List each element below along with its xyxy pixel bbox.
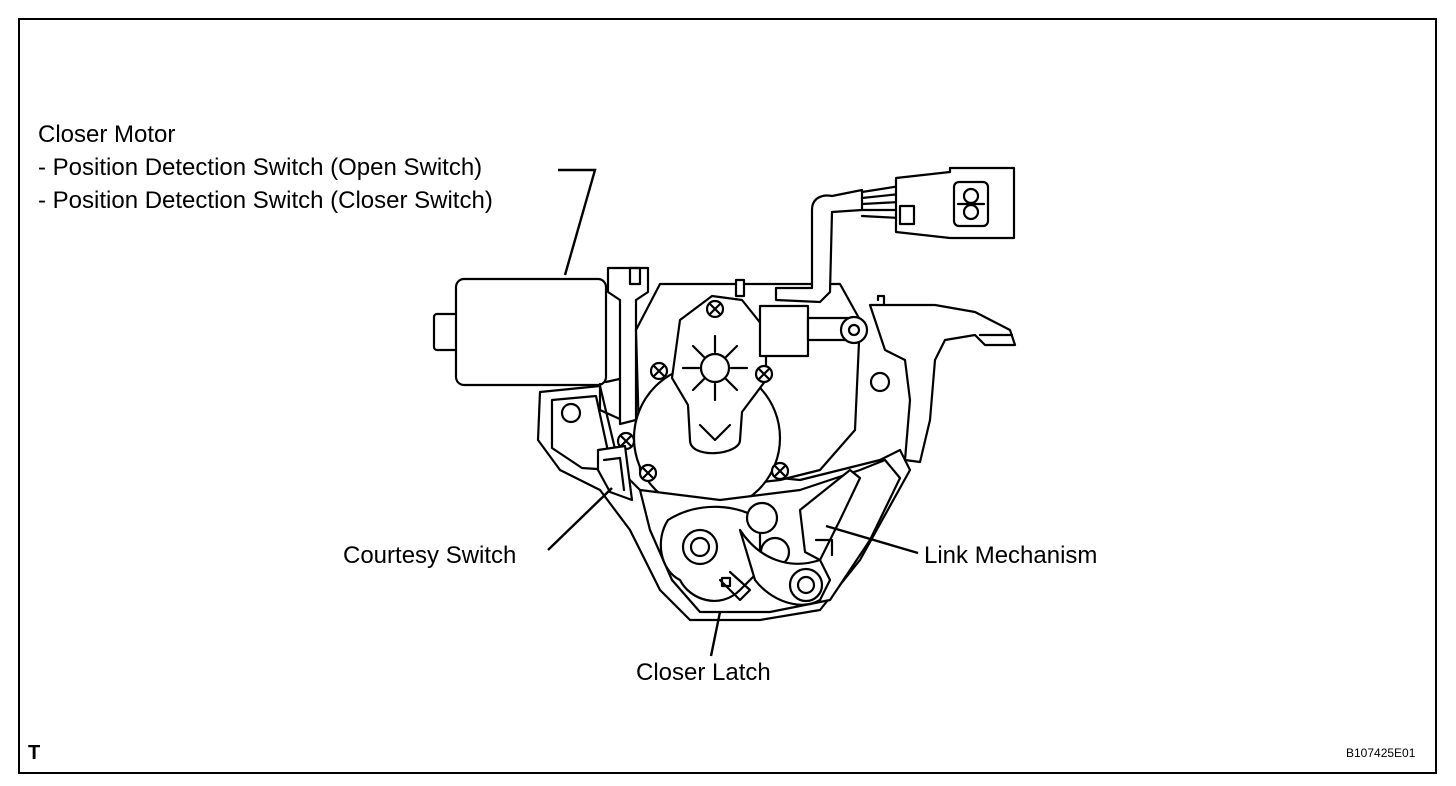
release-lever	[868, 303, 1017, 464]
label-closer-latch: Closer Latch	[636, 659, 771, 686]
link-mechanism	[798, 468, 862, 562]
label-courtesy-switch: Courtesy Switch	[343, 542, 517, 569]
leader-lines	[547, 168, 919, 657]
figure-code: B107425E01	[1346, 746, 1416, 760]
diagram-frame	[18, 18, 1437, 774]
label-open-switch: - Position Detection Switch (Open Switch…	[38, 154, 483, 181]
label-closer-motor: Closer Motor	[38, 121, 176, 148]
screws	[616, 299, 790, 483]
label-closer-switch: - Position Detection Switch (Closer Swit…	[38, 187, 493, 214]
label-link-mechanism: Link Mechanism	[924, 542, 1098, 569]
harness-wire	[774, 188, 864, 304]
corner-mark: T	[28, 742, 41, 764]
switch-star	[681, 334, 749, 402]
